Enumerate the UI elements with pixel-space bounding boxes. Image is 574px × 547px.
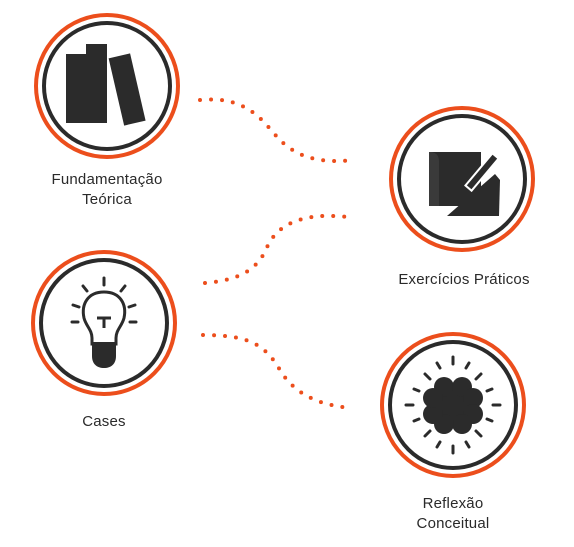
connector-cases-to-reflexao xyxy=(201,333,352,410)
label-line: Cases xyxy=(82,413,126,430)
node-circle xyxy=(31,250,177,396)
node-exercicios-praticos xyxy=(387,104,537,254)
node-circle xyxy=(380,332,526,478)
label-line: Fundamentação xyxy=(51,171,163,188)
connector-cases-to-exercicios xyxy=(203,213,357,285)
notebook-pencil-icon xyxy=(429,151,500,216)
label-line: Reflexão xyxy=(422,495,484,512)
label-reflexao-conceitual: Reflexão Conceitual xyxy=(373,494,533,534)
lightbulb-icon xyxy=(70,276,138,368)
node-cases xyxy=(29,248,179,398)
label-fundamentacao-teorica: Fundamentação Teórica xyxy=(25,170,189,210)
node-fundamentacao-teorica xyxy=(32,11,182,161)
node-circle xyxy=(389,106,535,252)
label-exercicios-praticos: Exercícios Práticos xyxy=(374,270,554,290)
node-circle xyxy=(34,13,180,159)
connector-fundamentacao-to-exercicios xyxy=(198,97,357,163)
thought-cloud-icon xyxy=(404,355,502,455)
label-line: Conceitual xyxy=(416,515,490,532)
node-reflexao-conceitual xyxy=(378,330,528,480)
label-cases: Cases xyxy=(54,412,154,432)
label-line: Teórica xyxy=(82,191,132,208)
books-icon xyxy=(66,44,146,126)
label-line: Exercícios Práticos xyxy=(398,271,530,288)
